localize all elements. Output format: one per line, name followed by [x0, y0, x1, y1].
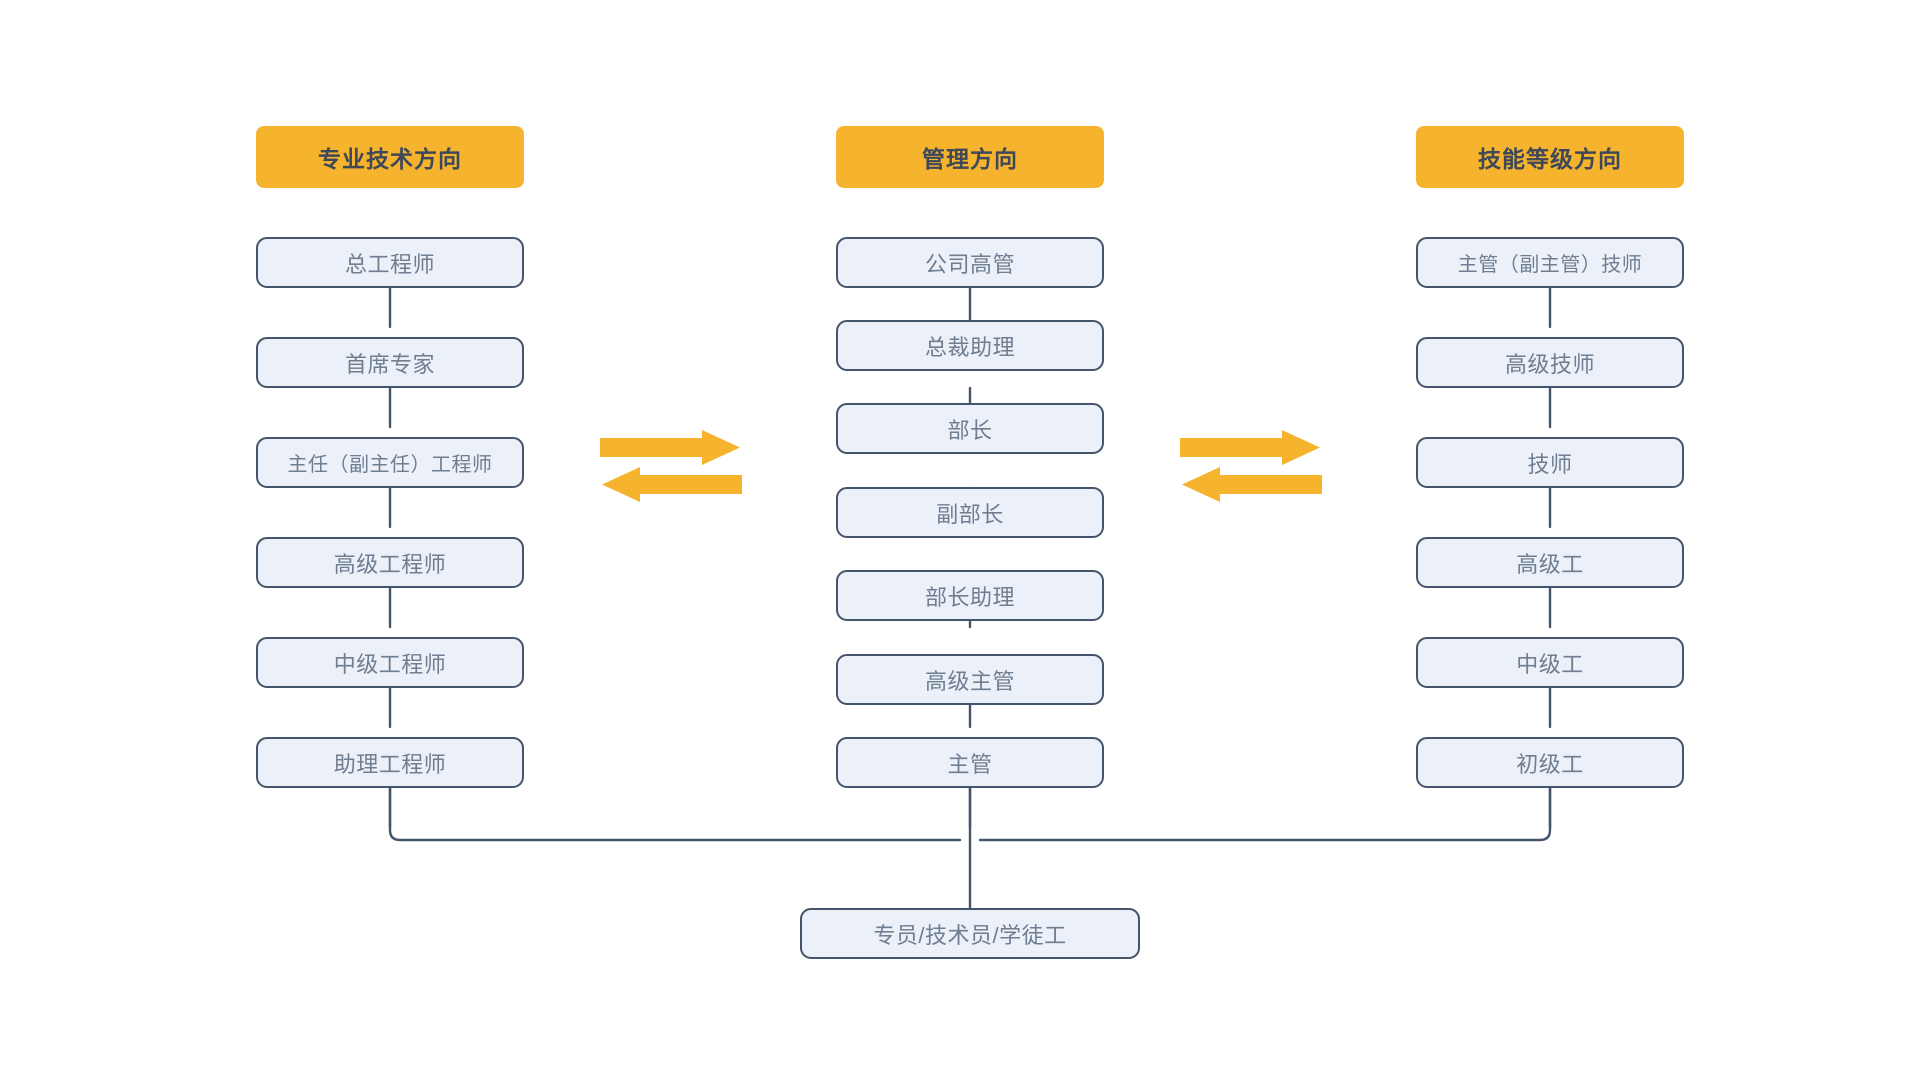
node-technical-5[interactable]: 助理工程师	[256, 737, 524, 788]
node-management-4[interactable]: 部长助理	[836, 570, 1104, 621]
node-technical-2[interactable]: 主任（副主任）工程师	[256, 437, 524, 488]
node-skill-1[interactable]: 高级技师	[1416, 337, 1684, 388]
node-technical-1[interactable]: 首席专家	[256, 337, 524, 388]
node-technical-4[interactable]: 中级工程师	[256, 637, 524, 688]
node-management-3[interactable]: 副部长	[836, 487, 1104, 538]
node-skill-2[interactable]: 技师	[1416, 437, 1684, 488]
node-technical-0[interactable]: 总工程师	[256, 237, 524, 288]
node-management-1[interactable]: 总裁助理	[836, 320, 1104, 371]
node-technical-3[interactable]: 高级工程师	[256, 537, 524, 588]
column-header-technical[interactable]: 专业技术方向	[256, 126, 524, 188]
column-header-skill[interactable]: 技能等级方向	[1416, 126, 1684, 188]
node-management-2[interactable]: 部长	[836, 403, 1104, 454]
node-management-0[interactable]: 公司高管	[836, 237, 1104, 288]
bidirectional-arrow-icon-technical-management	[600, 430, 742, 502]
column-skill: 技能等级方向	[1416, 126, 1684, 188]
node-management-6[interactable]: 主管	[836, 737, 1104, 788]
column-technical: 专业技术方向	[256, 126, 524, 188]
node-base-entry-level[interactable]: 专员/技术员/学徒工	[800, 908, 1140, 959]
bidirectional-arrow-icon-management-skill	[1180, 430, 1322, 502]
node-skill-3[interactable]: 高级工	[1416, 537, 1684, 588]
node-skill-4[interactable]: 中级工	[1416, 637, 1684, 688]
column-management: 管理方向	[836, 126, 1104, 188]
node-management-5[interactable]: 高级主管	[836, 654, 1104, 705]
node-skill-0[interactable]: 主管（副主管）技师	[1416, 237, 1684, 288]
node-skill-5[interactable]: 初级工	[1416, 737, 1684, 788]
column-header-management[interactable]: 管理方向	[836, 126, 1104, 188]
